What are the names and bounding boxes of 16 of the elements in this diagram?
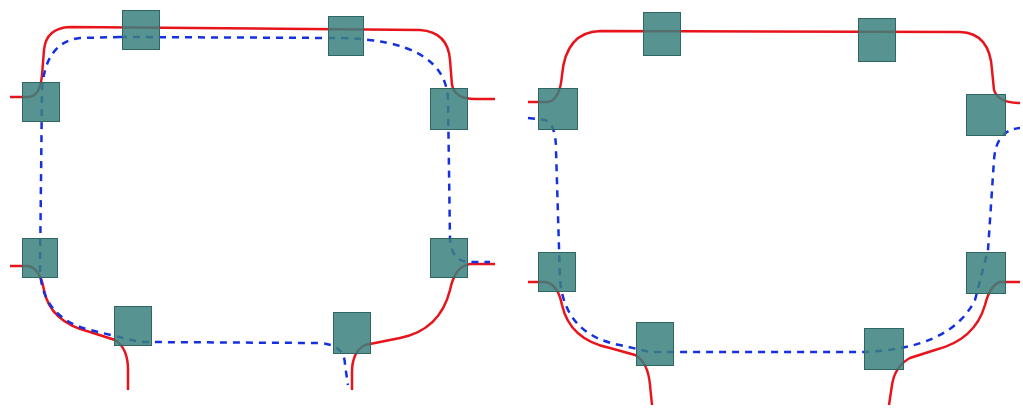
square-marker — [430, 238, 468, 278]
square-marker — [22, 238, 58, 278]
square-marker — [22, 82, 60, 122]
square-marker — [430, 88, 468, 130]
square-marker — [122, 10, 160, 50]
square-marker — [538, 252, 576, 292]
square-marker — [538, 88, 578, 130]
square-marker — [966, 252, 1006, 294]
square-marker — [114, 306, 152, 346]
square-marker — [966, 94, 1006, 136]
square-marker — [333, 312, 371, 354]
square-marker — [864, 328, 904, 370]
square-marker — [328, 16, 364, 56]
square-marker — [643, 12, 681, 56]
square-marker — [636, 322, 674, 366]
square-marker — [858, 18, 896, 62]
